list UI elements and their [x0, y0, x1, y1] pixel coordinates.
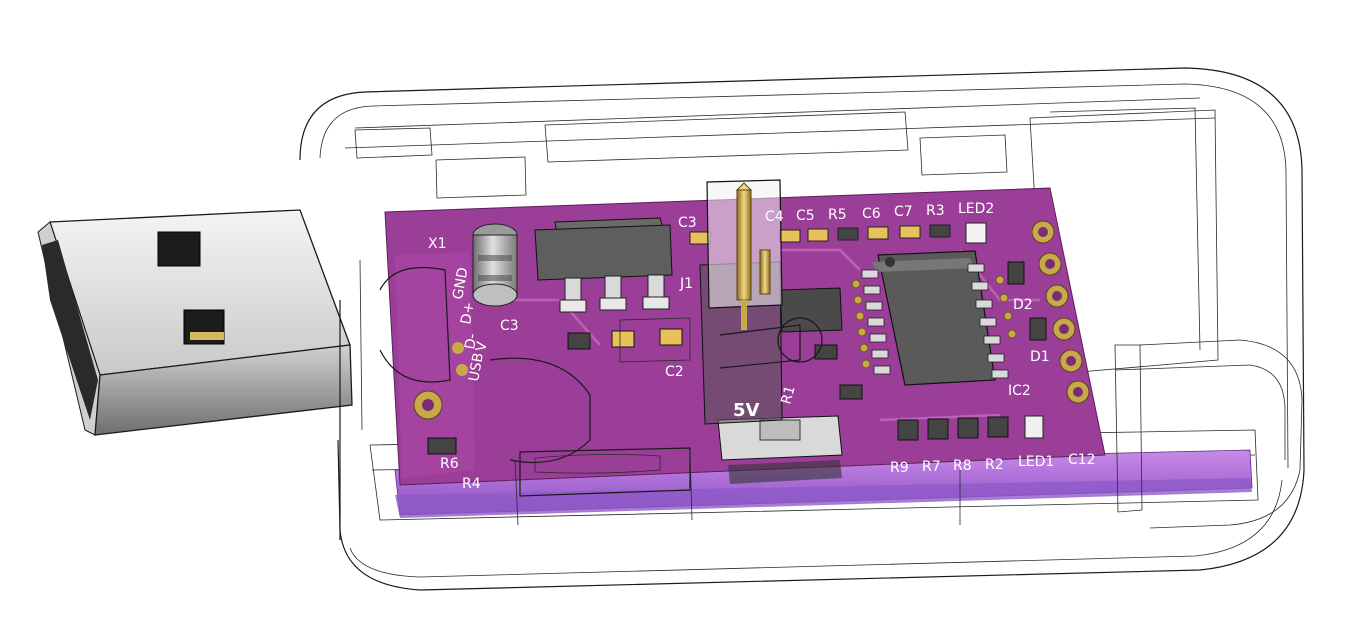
label-c4: C4 — [765, 209, 784, 225]
ic-chip-main — [851, 250, 1017, 386]
label-d2: D2 — [1013, 297, 1033, 313]
enclosure-latch — [379, 266, 823, 497]
label-c3: C3 — [678, 215, 697, 231]
label-r5: R5 — [828, 207, 847, 223]
label-r4: R4 — [462, 476, 481, 492]
regulator-chip — [534, 217, 673, 313]
label-d1: D1 — [1030, 349, 1050, 365]
label-c5: C5 — [796, 208, 815, 224]
label-gnd: GND — [450, 266, 471, 300]
label-r3: R3 — [926, 203, 945, 219]
usb-connector — [37, 209, 353, 436]
label-c12: C12 — [1068, 452, 1096, 468]
label-x1: X1 — [428, 236, 447, 252]
enclosure — [299, 67, 1305, 591]
label-r9: R9 — [890, 460, 909, 476]
label-r1: R1 — [778, 384, 798, 406]
pin-header — [706, 179, 783, 330]
label-c3-left: C3 — [500, 318, 519, 334]
label-r7: R7 — [922, 459, 941, 475]
label-c6: C6 — [862, 206, 881, 222]
crystal-x1 — [472, 223, 518, 307]
header-pads-right — [1031, 220, 1090, 404]
silkscreen-labels: C3 C4 C5 R5 C6 C7 R3 LED2 X1 GND D+ D- U… — [428, 201, 1096, 492]
label-usb: USB — [466, 352, 487, 383]
label-5v: 5V — [733, 400, 760, 421]
label-led1: LED1 — [1018, 454, 1054, 470]
label-r6: R6 — [440, 456, 459, 472]
label-v: V — [473, 340, 490, 353]
label-d-plus: D+ — [458, 301, 478, 326]
smd-row-bottom — [814, 344, 1009, 441]
enclosure-front-lines — [339, 259, 1143, 540]
diodes — [1007, 261, 1047, 439]
smd-row-top — [689, 222, 987, 245]
label-r8: R8 — [953, 458, 972, 474]
label-ic2: IC2 — [1008, 383, 1031, 399]
smd-left — [413, 328, 683, 455]
label-d-minus: D- — [462, 332, 481, 350]
label-c2: C2 — [665, 364, 684, 380]
label-j1: J1 — [679, 276, 693, 292]
label-r2: R2 — [985, 457, 1004, 473]
label-led2: LED2 — [958, 201, 994, 217]
label-c7: C7 — [894, 204, 913, 220]
push-button — [717, 415, 843, 484]
